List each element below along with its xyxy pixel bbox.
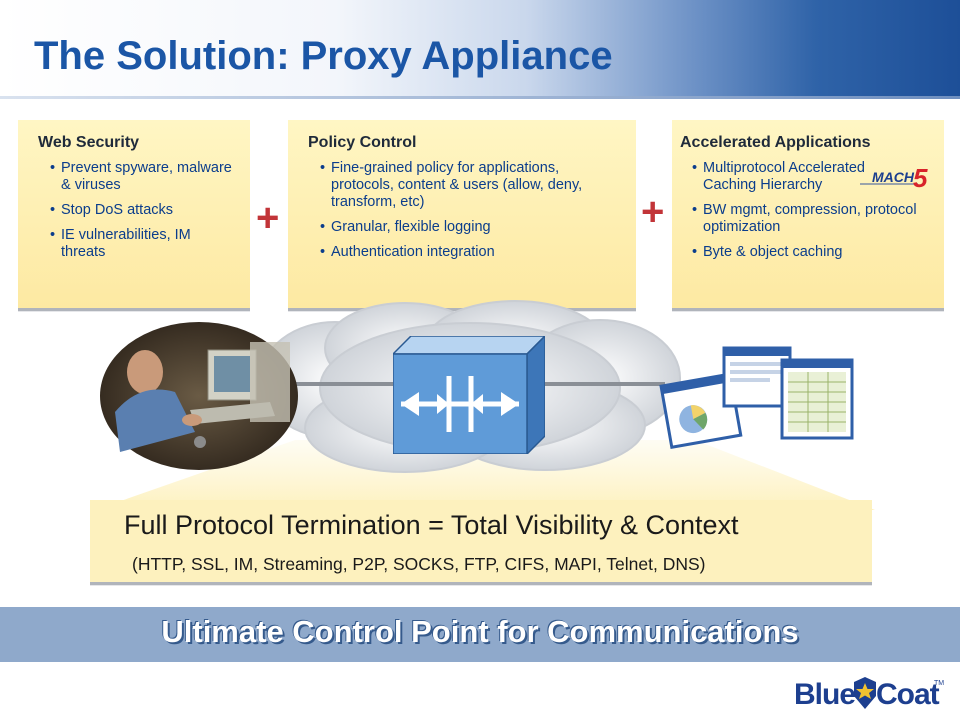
proxy-appliance-icon — [393, 336, 545, 454]
list-item: Granular, flexible logging — [308, 219, 624, 236]
web-security-card: Web Security Prevent spyware, malware & … — [18, 120, 250, 308]
header-divider — [0, 96, 960, 99]
bottom-banner — [0, 607, 960, 662]
accelerated-apps-card: Accelerated Applications Multiprotocol A… — [672, 120, 944, 308]
mach-digit: 5 — [913, 163, 928, 192]
plus-sign: + — [641, 190, 665, 234]
application-windows-icon — [659, 346, 854, 450]
logo-text-blue: Blue — [794, 678, 856, 711]
plus-sign: + — [256, 196, 280, 240]
card-bullets: Multiprotocol Accelerated Caching Hierar… — [680, 160, 932, 261]
list-item: Stop DoS attacks — [38, 202, 238, 219]
page-title: The Solution: Proxy Appliance — [34, 34, 613, 78]
card-bullets: Prevent spyware, malware & viruses Stop … — [38, 160, 238, 261]
card-bullets: Fine-grained policy for applications, pr… — [308, 160, 624, 261]
callout-beam — [95, 440, 875, 510]
user-workstation-photo — [100, 322, 298, 470]
callout-box — [90, 500, 872, 582]
card-heading: Web Security — [38, 134, 140, 151]
list-item: Authentication integration — [308, 244, 624, 261]
policy-control-card: Policy Control Fine-grained policy for a… — [288, 120, 636, 308]
list-item: Prevent spyware, malware & viruses — [38, 160, 238, 194]
bluecoat-badge-icon — [854, 677, 876, 709]
logo-trademark: TM — [934, 680, 945, 687]
callout-heading: Full Protocol Termination = Total Visibi… — [124, 510, 739, 540]
list-item: Multiprotocol Accelerated Caching Hierar… — [680, 160, 932, 194]
header-band — [0, 0, 960, 98]
list-item: BW mgmt, compression, protocol optimizat… — [680, 202, 932, 236]
logo-text-coat: Coat — [876, 678, 940, 711]
list-item: Fine-grained policy for applications, pr… — [308, 160, 624, 211]
card-heading: Accelerated Applications — [680, 134, 871, 151]
mach5-logo: MACH 5 — [860, 163, 928, 192]
list-item: Byte & object caching — [680, 244, 932, 261]
card-heading: Policy Control — [308, 134, 417, 151]
banner-text: Ultimate Control Point for Communication… — [161, 614, 799, 649]
mach-text: MACH — [872, 169, 915, 185]
callout-protocols: (HTTP, SSL, IM, Streaming, P2P, SOCKS, F… — [132, 554, 706, 574]
list-item: IE vulnerabilities, IM threats — [38, 227, 238, 261]
